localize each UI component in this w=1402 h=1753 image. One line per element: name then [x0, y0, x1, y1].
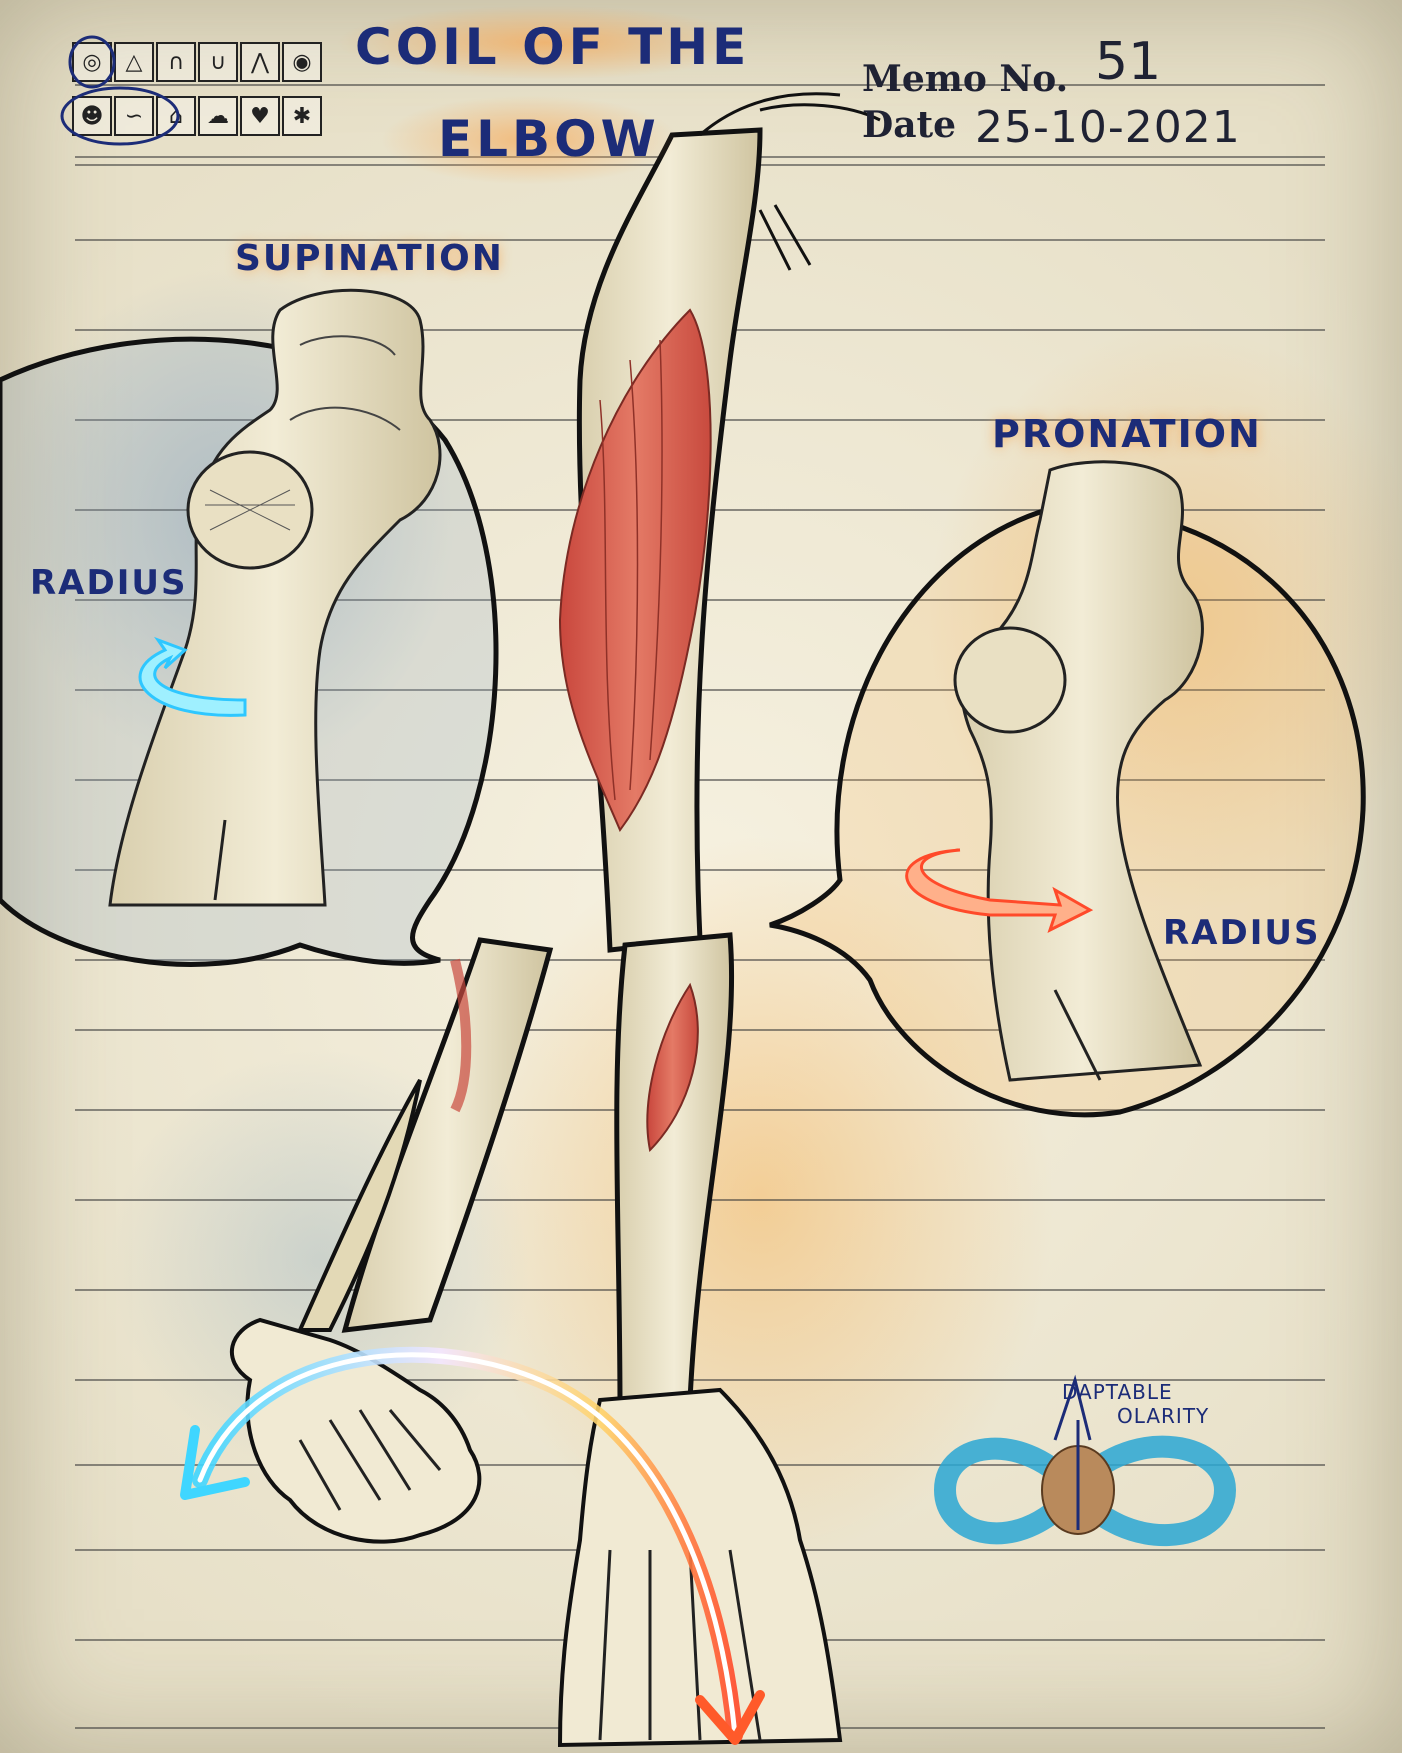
- u-shape-icon[interactable]: ∪: [198, 42, 238, 82]
- brand-line2: OLARITY: [1117, 1404, 1210, 1428]
- radius-label-right: RADIUS: [1163, 913, 1321, 953]
- brand-line1: DAPTABLE: [1062, 1380, 1173, 1404]
- arm-muscle-icon[interactable]: ∽: [114, 96, 154, 136]
- supination-label: SUPINATION: [235, 238, 504, 279]
- pronation-label: PRONATION: [992, 412, 1262, 456]
- bone-cross-section-icon[interactable]: ◎: [72, 42, 112, 82]
- page-title-line2: ELBOW: [438, 110, 660, 168]
- skull-icon[interactable]: ☻: [72, 96, 112, 136]
- selection-circles: [60, 35, 180, 146]
- supination-bubble: [0, 288, 499, 967]
- arm-bones: [229, 92, 881, 1748]
- radius-label-left: RADIUS: [30, 563, 188, 603]
- brain-icon[interactable]: ☁: [198, 96, 238, 136]
- knee-icon[interactable]: ⌂: [156, 96, 196, 136]
- neuron-icon[interactable]: ✱: [282, 96, 322, 136]
- title-highlight: [335, 5, 755, 80]
- joint-icon[interactable]: ⋀: [240, 42, 280, 82]
- rotation-arc: [180, 1346, 765, 1745]
- heart-icon[interactable]: ♥: [240, 96, 280, 136]
- adaptable-polarity-logo: [933, 1374, 1237, 1546]
- date-value: 25-10-2021: [975, 102, 1241, 153]
- title-highlight: [380, 95, 680, 185]
- memo-number: 51: [1095, 32, 1162, 92]
- eye-icon[interactable]: ◉: [282, 42, 322, 82]
- pronation-bubble: [769, 460, 1366, 1118]
- memo-label: Memo No.: [862, 58, 1069, 100]
- page-title-line1: COIL OF THE: [355, 18, 751, 76]
- arch-icon[interactable]: ∩: [156, 42, 196, 82]
- date-label: Date: [862, 104, 957, 146]
